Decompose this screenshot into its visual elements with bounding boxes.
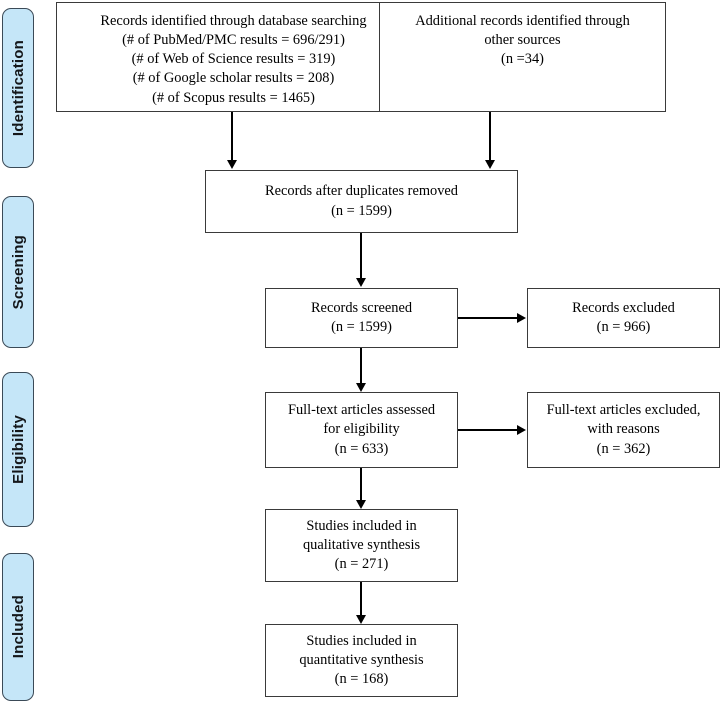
arrowhead-database-to-duplicates bbox=[226, 160, 237, 169]
stage-label-screening: Screening bbox=[9, 234, 27, 310]
box-line: (n = 168) bbox=[334, 671, 389, 688]
box-line: Studies included in bbox=[306, 632, 417, 649]
box-line: (n = 362) bbox=[596, 440, 651, 457]
arrowhead-other-to-duplicates bbox=[484, 160, 495, 169]
stage-tab-screening: Screening bbox=[2, 196, 34, 348]
connector-qualitative-to-quantitative bbox=[360, 582, 362, 616]
box-database-searching: Records identified through database sear… bbox=[56, 2, 411, 112]
box-qualitative-synthesis: Studies included in qualitative synthesi… bbox=[265, 509, 458, 582]
box-line: (n = 966) bbox=[596, 319, 651, 335]
connector-screened-to-fulltext bbox=[360, 348, 362, 384]
box-quantitative-synthesis: Studies included in quantitative synthes… bbox=[265, 624, 458, 697]
stage-label-included: Included bbox=[9, 595, 27, 659]
box-fulltext-excluded: Full-text articles excluded, with reason… bbox=[527, 392, 720, 468]
box-line: (# of Google scholar results = 208) bbox=[132, 70, 335, 87]
box-line: (n = 633) bbox=[334, 440, 389, 457]
box-line: (n = 1599) bbox=[331, 202, 392, 219]
box-line: Studies included in bbox=[306, 517, 417, 534]
box-line: with reasons bbox=[587, 421, 660, 438]
box-duplicates-removed: Records after duplicates removed (n = 15… bbox=[205, 170, 518, 233]
box-line: (# of PubMed/PMC results = 696/291) bbox=[122, 32, 345, 49]
arrowhead-screened-to-excluded bbox=[517, 312, 526, 323]
box-line: (n = 1599) bbox=[331, 319, 392, 335]
arrowhead-qualitative-to-quantitative bbox=[355, 615, 366, 624]
connector-fulltext-to-qualitative bbox=[360, 468, 362, 501]
arrowhead-duplicates-to-screened bbox=[355, 278, 366, 287]
box-line: Records identified through database sear… bbox=[100, 13, 367, 29]
box-line: for eligibility bbox=[323, 421, 400, 438]
stage-tab-eligibility: Eligibility bbox=[2, 372, 34, 527]
arrowhead-fulltext-to-qualitative bbox=[355, 500, 366, 509]
box-line: Additional records identified through bbox=[415, 13, 630, 29]
connector-fulltext-to-excluded bbox=[458, 429, 518, 431]
box-line: Full-text articles excluded, bbox=[546, 402, 701, 419]
box-line: Full-text articles assessed bbox=[287, 402, 436, 419]
stage-label-eligibility: Eligibility bbox=[9, 415, 27, 484]
arrowhead-fulltext-to-excluded bbox=[517, 424, 526, 435]
stage-tab-identification: Identification bbox=[2, 8, 34, 168]
box-line: Records after duplicates removed bbox=[265, 183, 458, 200]
box-line: Records screened bbox=[310, 299, 413, 316]
box-line: (# of Scopus results = 1465) bbox=[152, 89, 315, 106]
box-line: (n = 271) bbox=[334, 556, 389, 573]
box-line: (# of Web of Science results = 319) bbox=[131, 51, 336, 68]
box-line: Records excluded bbox=[572, 299, 675, 316]
connector-other-to-duplicates bbox=[489, 112, 491, 161]
stage-tab-included: Included bbox=[2, 553, 34, 701]
box-line: qualitative synthesis bbox=[302, 536, 421, 553]
box-other-sources: Additional records identified through ot… bbox=[379, 2, 666, 112]
box-fulltext-assessed: Full-text articles assessed for eligibil… bbox=[265, 392, 458, 468]
connector-screened-to-excluded bbox=[458, 317, 518, 319]
connector-database-to-duplicates bbox=[231, 112, 233, 161]
box-line: quantitative synthesis bbox=[299, 651, 424, 668]
box-records-excluded: Records excluded (n = 966) bbox=[527, 288, 720, 348]
box-records-screened: Records screened (n = 1599) bbox=[265, 288, 458, 348]
connector-duplicates-to-screened bbox=[360, 233, 362, 279]
box-line: other sources bbox=[484, 32, 561, 49]
arrowhead-screened-to-fulltext bbox=[355, 383, 366, 392]
stage-label-identification: Identification bbox=[9, 39, 27, 137]
box-line: (n =34) bbox=[501, 51, 544, 68]
